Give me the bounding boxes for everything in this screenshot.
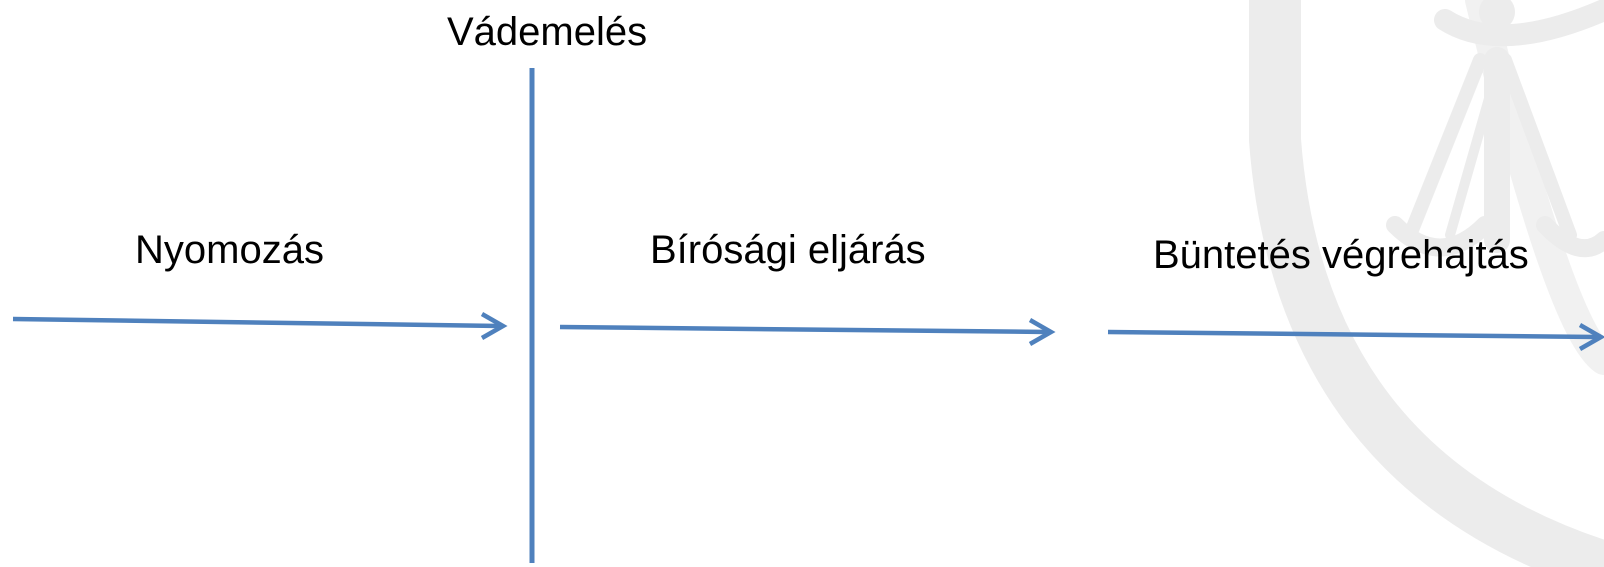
indictment-label: Vádemelés	[447, 10, 648, 54]
sentence-execution-label: Büntetés végrehajtás	[1153, 233, 1529, 277]
investigation-label: Nyomozás	[135, 228, 324, 272]
investigation-arrow	[12, 312, 508, 340]
court-procedure-label: Bírósági eljárás	[650, 228, 926, 272]
sentence-execution-arrow	[1107, 323, 1604, 351]
court-procedure-arrow	[559, 318, 1056, 346]
